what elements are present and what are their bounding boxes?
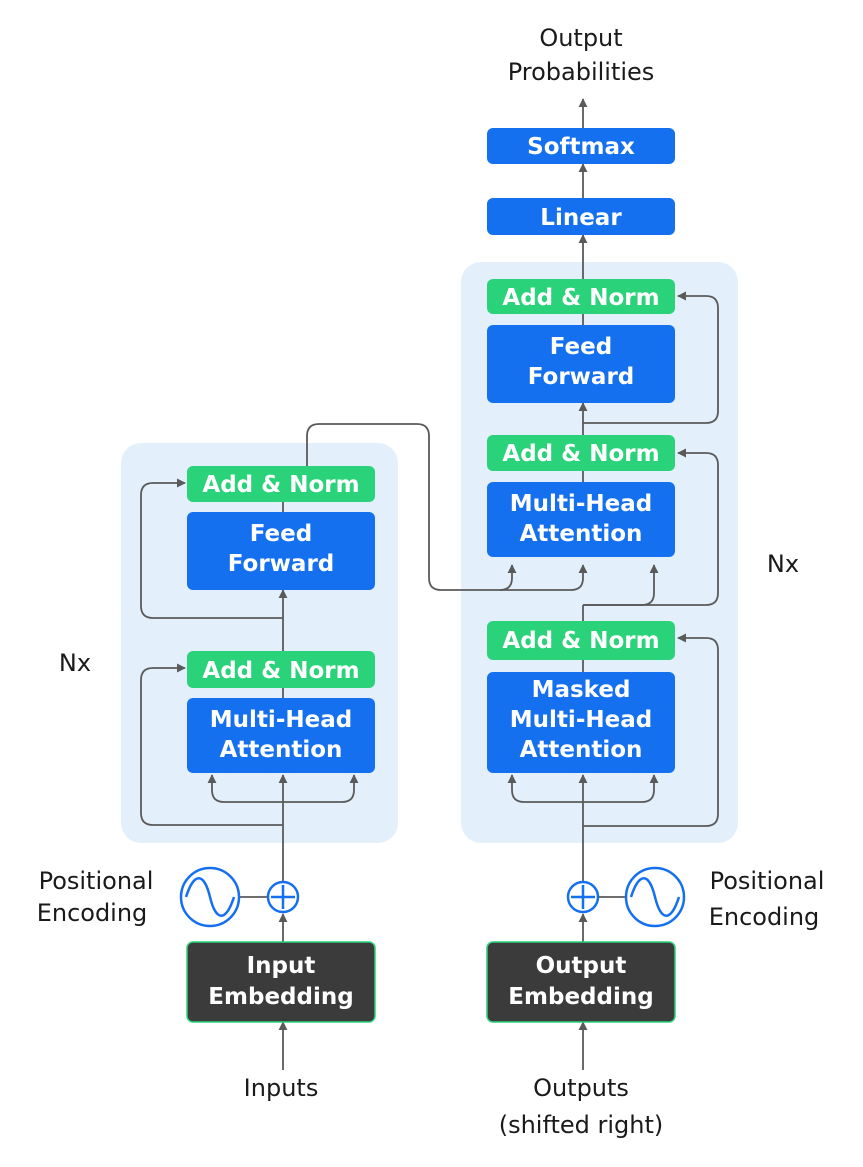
- decoder-add-norm-bottom-label: Add & Norm: [502, 628, 659, 654]
- masked-attention-label-line2: Multi-Head: [510, 707, 652, 733]
- decoder-positional-label-line2: Encoding: [709, 903, 820, 931]
- decoder-cross-attention-label-line1: Multi-Head: [510, 491, 652, 517]
- input-embedding-label-line2: Embedding: [208, 984, 353, 1010]
- encoder-feed-forward: Feed Forward: [187, 512, 375, 590]
- encoder-multi-head-attention: Multi-Head Attention: [187, 698, 375, 773]
- decoder-masked-attention: Masked Multi-Head Attention: [487, 672, 675, 773]
- outputs-label-line2: (shifted right): [499, 1111, 664, 1139]
- encoder-add-norm-bottom-label: Add & Norm: [202, 658, 359, 684]
- input-embedding-label-line1: Input: [247, 953, 316, 979]
- decoder-add-norm-top: Add & Norm: [487, 279, 675, 314]
- decoder-add-norm-bottom: Add & Norm: [487, 621, 675, 660]
- decoder-nx-label: Nx: [767, 550, 799, 578]
- encoder-feed-forward-label-line2: Forward: [228, 551, 335, 577]
- encoder-positional-label-line2: Encoding: [37, 899, 148, 927]
- decoder-positional-encoding-icon: [624, 866, 686, 928]
- encoder-attention-label-line2: Attention: [220, 737, 343, 763]
- decoder-cross-attention-label-line2: Attention: [520, 521, 643, 547]
- encoder-nx-label: Nx: [59, 649, 91, 677]
- softmax-label: Softmax: [527, 134, 635, 160]
- masked-attention-label-line3: Attention: [520, 737, 643, 763]
- encoder-add-norm-top: Add & Norm: [187, 466, 375, 502]
- encoder-positional-encoding-icon: [179, 866, 241, 928]
- encoder-connections: [140, 423, 588, 1070]
- decoder-connections: [507, 98, 719, 1070]
- output-probabilities-label-line1: Output: [539, 24, 622, 52]
- inputs-label: Inputs: [244, 1074, 319, 1102]
- decoder-feed-forward-label-line2: Forward: [528, 364, 635, 390]
- output-embedding-label-line1: Output: [536, 953, 627, 979]
- decoder-feed-forward: Feed Forward: [487, 325, 675, 403]
- decoder-add-norm-middle: Add & Norm: [487, 435, 675, 471]
- decoder-feed-forward-label-line1: Feed: [550, 334, 612, 360]
- linear-block: Linear: [487, 198, 675, 235]
- outputs-label-line1: Outputs: [533, 1074, 629, 1102]
- encoder-feed-forward-label-line1: Feed: [250, 521, 312, 547]
- decoder-add-norm-top-label: Add & Norm: [502, 285, 659, 311]
- decoder-positional-label-line1: Positional: [710, 867, 825, 895]
- encoder-add-norm-top-label: Add & Norm: [202, 472, 359, 498]
- encoder-positional-label-line1: Positional: [39, 867, 154, 895]
- decoder-cross-attention: Multi-Head Attention: [487, 482, 675, 557]
- input-embedding: Input Embedding: [186, 941, 376, 1023]
- softmax-block: Softmax: [487, 128, 675, 164]
- output-probabilities-label-line2: Probabilities: [508, 58, 655, 86]
- encoder-add-norm-bottom: Add & Norm: [187, 651, 375, 688]
- encoder-add-icon: [266, 880, 300, 914]
- encoder-attention-label-line1: Multi-Head: [210, 707, 352, 733]
- linear-label: Linear: [540, 205, 622, 231]
- masked-attention-label-line1: Masked: [532, 677, 631, 703]
- output-embedding-label-line2: Embedding: [508, 984, 653, 1010]
- encoder-stack-background: [121, 443, 398, 843]
- decoder-add-icon: [566, 880, 600, 914]
- output-embedding: Output Embedding: [486, 941, 676, 1023]
- decoder-add-norm-middle-label: Add & Norm: [502, 441, 659, 467]
